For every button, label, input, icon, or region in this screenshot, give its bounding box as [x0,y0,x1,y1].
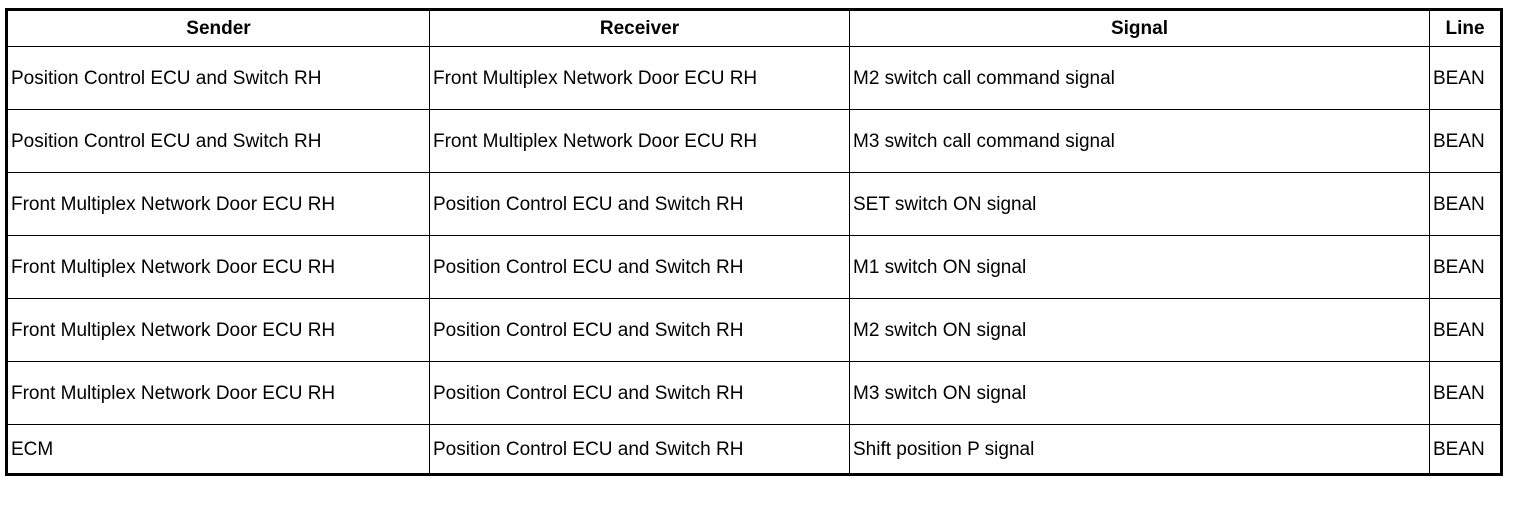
cell-receiver: Position Control ECU and Switch RH [429,235,850,299]
table-row: Front Multiplex Network Door ECU RH Posi… [6,235,1502,299]
cell-signal: M3 switch call command signal [849,109,1430,173]
cell-receiver: Position Control ECU and Switch RH [429,298,850,362]
table-body: Position Control ECU and Switch RH Front… [6,46,1502,475]
cell-sender: Front Multiplex Network Door ECU RH [6,235,430,299]
table-row: Front Multiplex Network Door ECU RH Posi… [6,172,1502,236]
table-row: Front Multiplex Network Door ECU RH Posi… [6,361,1502,425]
cell-signal: M2 switch ON signal [849,298,1430,362]
cell-sender: Position Control ECU and Switch RH [6,109,430,173]
table-row: ECM Position Control ECU and Switch RH S… [6,424,1502,475]
header-line: Line [1429,9,1502,47]
cell-line: BEAN [1429,46,1502,110]
cell-signal: M1 switch ON signal [849,235,1430,299]
cell-line: BEAN [1429,424,1502,475]
cell-receiver: Position Control ECU and Switch RH [429,361,850,425]
cell-sender: Front Multiplex Network Door ECU RH [6,172,430,236]
table-row: Front Multiplex Network Door ECU RH Posi… [6,298,1502,362]
cell-sender: ECM [6,424,430,475]
table-row: Position Control ECU and Switch RH Front… [6,109,1502,173]
cell-signal: M3 switch ON signal [849,361,1430,425]
cell-sender: Front Multiplex Network Door ECU RH [6,298,430,362]
cell-sender: Position Control ECU and Switch RH [6,46,430,110]
header-sender: Sender [6,9,430,47]
cell-sender: Front Multiplex Network Door ECU RH [6,361,430,425]
cell-receiver: Position Control ECU and Switch RH [429,172,850,236]
cell-line: BEAN [1429,109,1502,173]
header-receiver: Receiver [429,9,850,47]
cell-line: BEAN [1429,361,1502,425]
cell-line: BEAN [1429,172,1502,236]
cell-signal: M2 switch call command signal [849,46,1430,110]
header-signal: Signal [849,9,1430,47]
cell-signal: Shift position P signal [849,424,1430,475]
table-header: Sender Receiver Signal Line [6,9,1502,47]
cell-receiver: Front Multiplex Network Door ECU RH [429,109,850,173]
cell-line: BEAN [1429,235,1502,299]
table-row: Position Control ECU and Switch RH Front… [6,46,1502,110]
cell-receiver: Position Control ECU and Switch RH [429,424,850,475]
cell-receiver: Front Multiplex Network Door ECU RH [429,46,850,110]
header-row: Sender Receiver Signal Line [6,9,1502,47]
signal-table: Sender Receiver Signal Line Position Con… [5,8,1503,476]
cell-line: BEAN [1429,298,1502,362]
cell-signal: SET switch ON signal [849,172,1430,236]
